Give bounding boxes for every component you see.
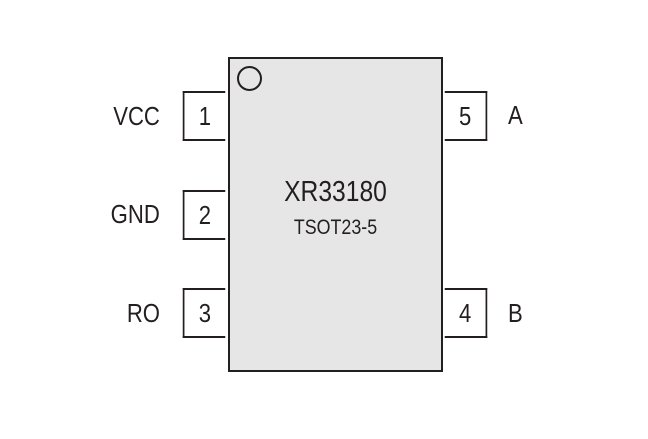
pin-3: 3: [182, 288, 226, 338]
package-name: TSOT23-5: [293, 216, 378, 239]
pin-2-label: GND: [110, 199, 160, 229]
pin-2: 2: [182, 190, 226, 240]
part-number: XR33180: [284, 176, 387, 208]
pin-5: 5: [444, 91, 488, 141]
pin-4: 4: [444, 288, 488, 338]
pin-3-label: RO: [126, 298, 160, 328]
pin-5-label: A: [508, 100, 523, 130]
pin-1: 1: [182, 91, 226, 141]
pin-1-label: VCC: [113, 101, 160, 131]
pin1-marker-icon: [237, 66, 262, 91]
pin-4-label: B: [508, 298, 523, 328]
chip-body: [228, 57, 443, 372]
